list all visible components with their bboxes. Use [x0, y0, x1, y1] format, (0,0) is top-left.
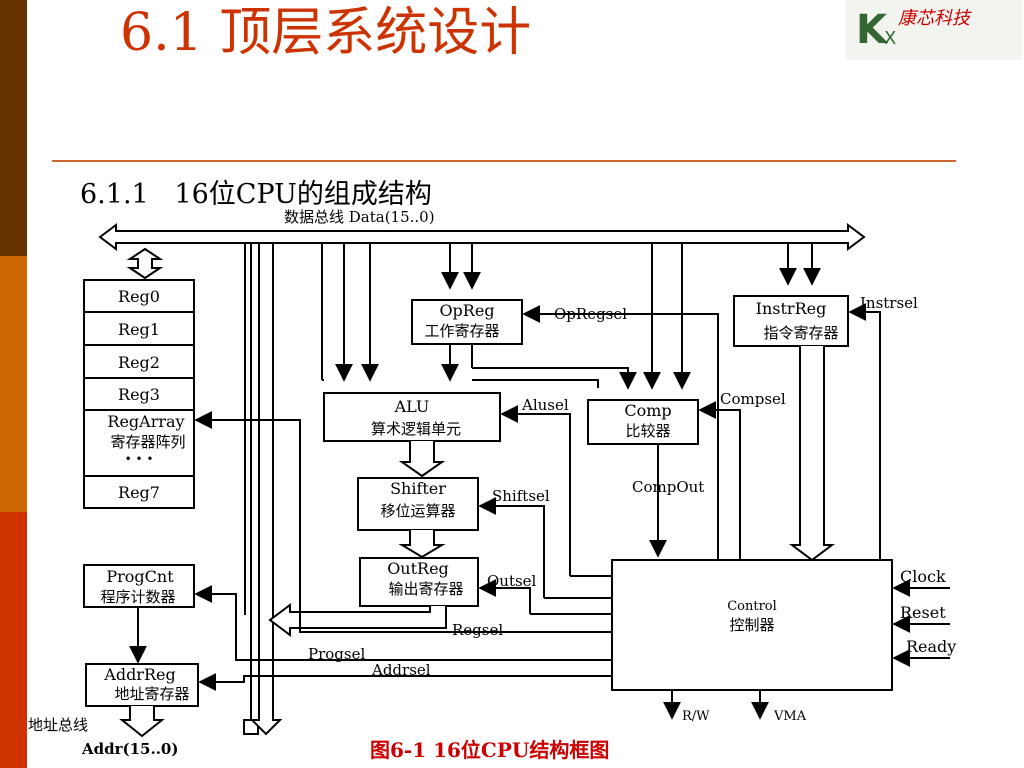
regarray-bus-link [126, 247, 164, 280]
side-bar-top [0, 0, 27, 256]
rw-label: R/W [682, 709, 710, 724]
side-bar-middle [0, 256, 27, 512]
reset-label: Reset [900, 603, 946, 622]
alusel-line [500, 405, 571, 576]
alu-box [323, 392, 501, 442]
opregsel-line [522, 305, 719, 560]
instrreg-label: InstrReg [756, 299, 827, 318]
section-heading: 6.1.1 16位CPU的组成结构 [80, 179, 432, 210]
outreg-cn-label: 输出寄存器 [388, 580, 463, 598]
opreg-label: OpReg [439, 301, 494, 320]
comp-cn-label: 比较器 [625, 422, 670, 440]
data-bus-label: 数据总线 Data(15..0) [284, 208, 435, 226]
compout-label: CompOut [632, 478, 704, 496]
opregsel-label: OpRegsel [554, 305, 627, 323]
control-cn-label: 控制器 [729, 616, 774, 634]
regsel-label: Regsel [452, 621, 503, 639]
instrreg-cn-label: 指令寄存器 [763, 324, 838, 342]
progcnt-label: ProgCnt [106, 567, 174, 586]
figure-caption: 图6-1 16位CPU结构框图 [370, 738, 610, 762]
reg1-label: Reg1 [118, 320, 160, 339]
instrsel-line [848, 303, 881, 560]
addrsel-line [198, 673, 612, 691]
alu-label: ALU [394, 397, 430, 416]
company-logo: K X 康芯科技 [846, 0, 1022, 60]
regarray-label: RegArray [107, 412, 184, 431]
address-bus-cn-label: 地址总线 [28, 716, 88, 734]
opreg-cn-label: 工作寄存器 [424, 322, 499, 340]
shifter-label: Shifter [390, 479, 446, 498]
data-bus-arrow [98, 223, 866, 251]
control-box [611, 559, 893, 691]
outsel-label: Outsel [487, 572, 537, 590]
comp-label: Comp [624, 401, 671, 420]
progsel-line [194, 585, 612, 661]
progsel-label: Progsel [308, 645, 365, 663]
vma-label: VMA [773, 709, 807, 724]
opreg-box [411, 299, 523, 345]
addrsel-label: Addrsel [371, 661, 431, 679]
alu-cn-label: 算术逻辑单元 [371, 420, 461, 438]
reg-ellipsis: • • • [125, 452, 154, 466]
side-bar-bottom [0, 512, 27, 768]
outreg-label: OutReg [387, 559, 449, 578]
shifter-cn-label: 移位运算器 [380, 502, 455, 520]
logo-mark: K [856, 7, 887, 53]
compsel-label: Compsel [720, 390, 786, 408]
addrreg-label: AddrReg [103, 665, 175, 684]
instrreg-box [733, 295, 849, 347]
progcnt-box [83, 564, 195, 608]
logo-sub-mark: X [884, 28, 897, 49]
address-bus-label: Addr(15..0) [81, 740, 178, 758]
regsel-line [194, 411, 612, 633]
shifter-box [357, 477, 479, 531]
reg7-label: Reg7 [118, 483, 160, 502]
outsel-line [478, 579, 531, 614]
logo-name: 康芯科技 [898, 8, 970, 29]
alusel-label: Alusel [521, 396, 569, 414]
comp-box [587, 399, 699, 445]
regarray-cn-label: 寄存器阵列 [110, 433, 185, 451]
shiftsel-line [478, 497, 545, 598]
reg2-label: Reg2 [118, 353, 160, 372]
progcnt-cn-label: 程序计数器 [100, 588, 175, 606]
ready-label: Ready [906, 637, 956, 656]
addrreg-cn-label: 地址寄存器 [114, 685, 189, 703]
shiftsel-label: Shiftsel [492, 487, 550, 505]
slide-title: 6.1 顶层系统设计 [120, 3, 532, 63]
register-array-box [83, 279, 195, 509]
title-divider [52, 160, 956, 162]
control-label: Control [727, 599, 777, 614]
outreg-box [359, 557, 479, 607]
clock-label: Clock [900, 567, 946, 586]
instrsel-label: Instrsel [860, 294, 918, 312]
reg3-label: Reg3 [118, 385, 160, 404]
compsel-line [698, 401, 741, 560]
reg0-label: Reg0 [118, 287, 160, 306]
